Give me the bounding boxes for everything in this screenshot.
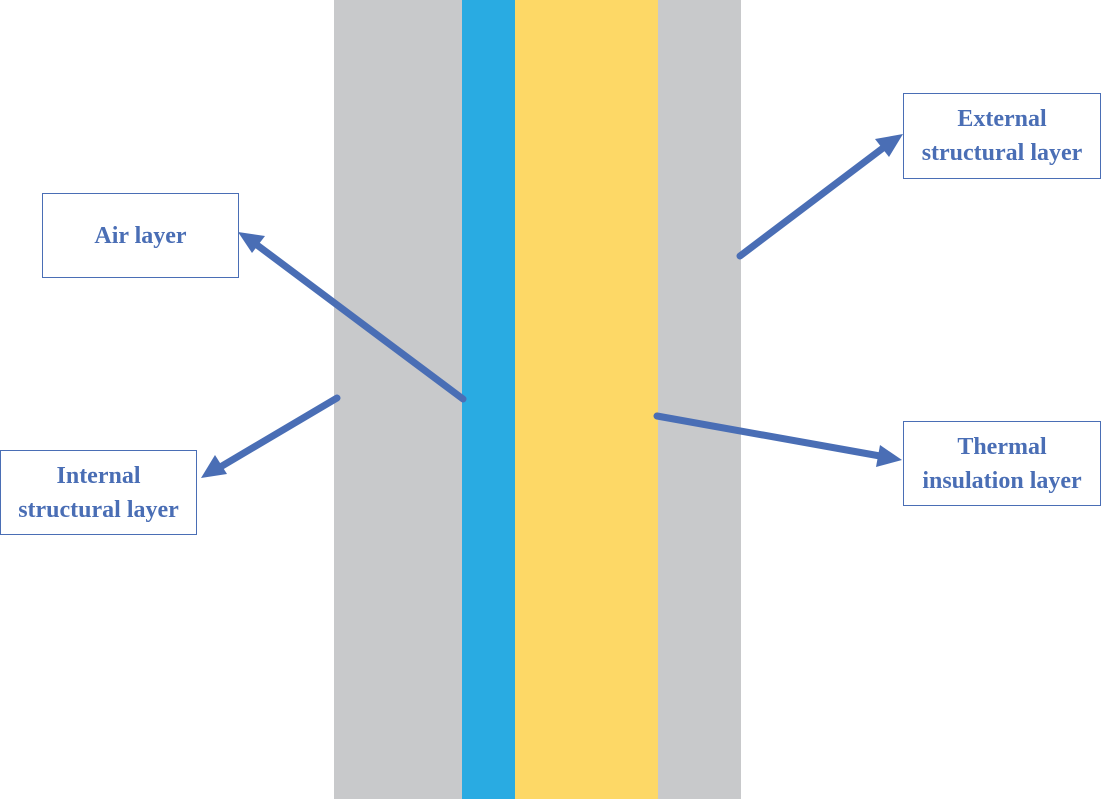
internal-structural-layer [334,0,462,799]
arrow-air [238,232,467,403]
label-external-line-1: External [957,106,1047,132]
arrow-thermal [653,412,902,467]
label-thermal-insulation-layer: Thermal insulation layer [903,421,1101,506]
arrow-thermal-head [876,445,902,467]
thermal-insulation-layer [515,0,658,799]
external-structural-layer [658,0,741,799]
arrow-air-head [238,232,265,253]
arrow-external-head [875,134,903,157]
label-internal-line-2: structural layer [18,496,179,523]
label-external-structural-layer: External structural layer [903,93,1101,179]
label-thermal-line-2: insulation layer [922,467,1082,494]
label-air-layer: Air layer [42,193,239,278]
label-thermal-line-1: Thermal [957,433,1047,460]
label-internal-structural-layer: Internal structural layer [0,450,197,535]
air-layer [462,0,515,799]
arrow-internal-head [201,455,227,478]
arrow-internal [201,394,341,478]
label-internal-line-1: Internal [56,462,141,489]
arrow-external [736,134,903,260]
arrow-thermal-shaft [653,412,884,460]
label-air-line-1: Air layer [94,222,187,249]
arrow-air-shaft [253,241,467,403]
arrow-external-shaft [736,144,887,260]
label-external-line-2: structural layer [921,140,1083,166]
arrow-internal-shaft [218,394,341,470]
